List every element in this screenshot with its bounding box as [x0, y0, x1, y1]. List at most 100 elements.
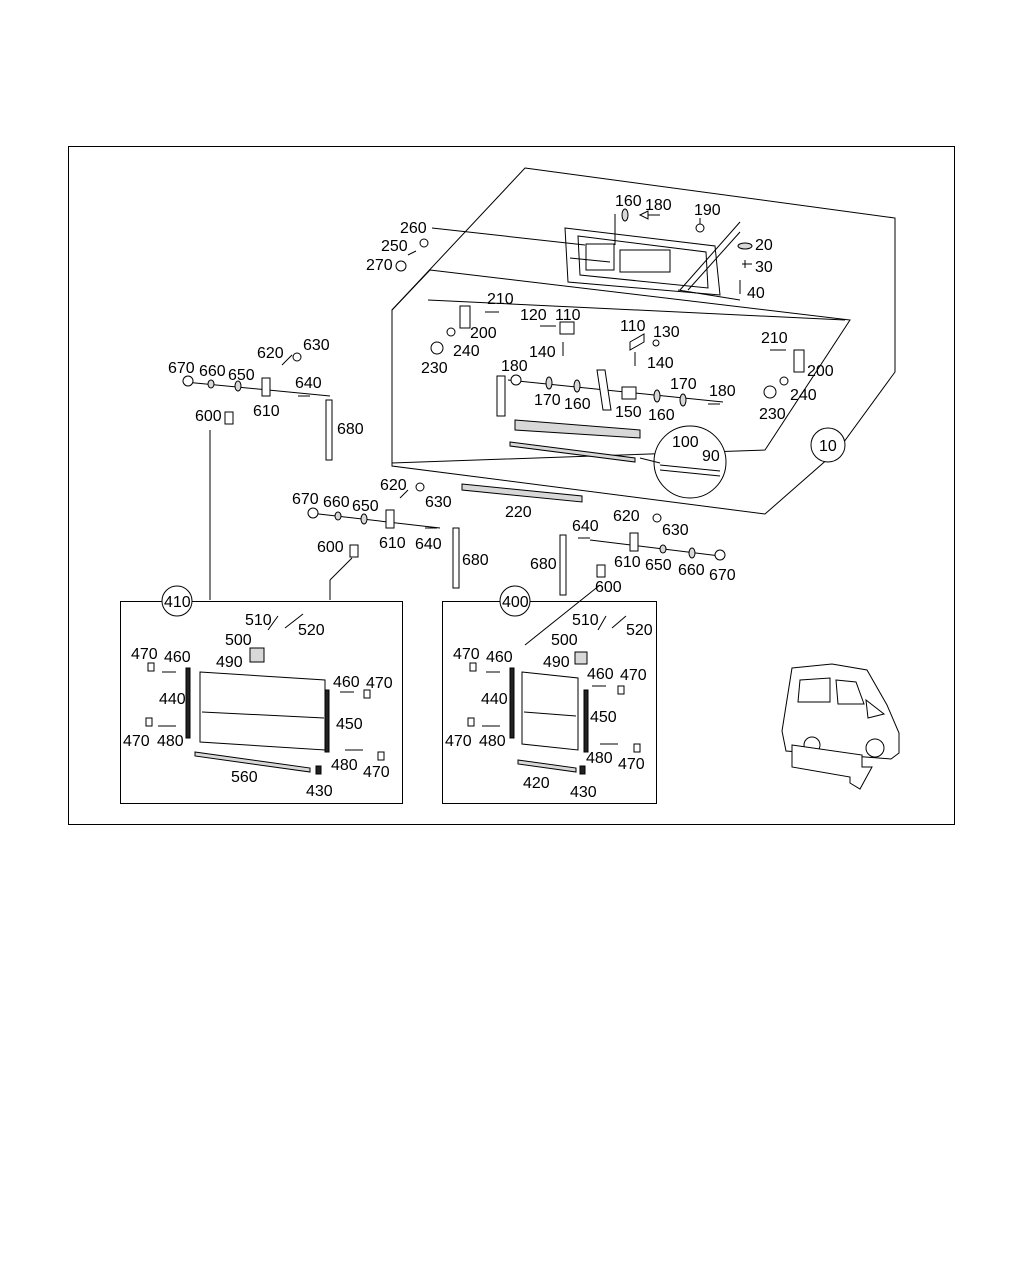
part-label: 470	[453, 646, 480, 663]
part-label: 670	[709, 567, 736, 584]
diagram-frame	[68, 146, 955, 825]
part-label: 600	[317, 539, 344, 556]
group-callout-10	[810, 427, 846, 463]
part-label: 680	[462, 552, 489, 569]
part-label: 230	[421, 360, 448, 377]
part-label: 440	[159, 691, 186, 708]
part-label: 140	[647, 355, 674, 372]
assembly-410	[120, 585, 403, 804]
part-label: 270	[366, 257, 393, 274]
part-label: 600	[195, 408, 222, 425]
group-label-400: 400	[502, 594, 529, 611]
part-label: 680	[337, 421, 364, 438]
part-label: 460	[486, 649, 513, 666]
group-callout-410	[161, 585, 193, 617]
part-labels: 10 410 400 160 180 190 260 250 270 20 30…	[123, 193, 837, 801]
part-label: 650	[228, 367, 255, 384]
part-label: 670	[292, 491, 319, 508]
strut-assembly-left-upper	[182, 352, 333, 600]
part-label: 650	[352, 498, 379, 515]
group-callout-400	[499, 585, 531, 617]
part-label: 430	[570, 784, 597, 801]
part-label: 480	[157, 733, 184, 750]
part-label: 170	[534, 392, 561, 409]
van-thumbnail	[781, 663, 900, 790]
part-label: 470	[363, 764, 390, 781]
part-label: 630	[662, 522, 689, 539]
part-label: 520	[626, 622, 653, 639]
part-label: 190	[694, 202, 721, 219]
part-label: 180	[709, 383, 736, 400]
part-label: 480	[586, 750, 613, 767]
part-label: 630	[303, 337, 330, 354]
assembly-10	[391, 167, 896, 515]
part-label: 470	[123, 733, 150, 750]
part-label: 160	[648, 407, 675, 424]
part-label: 180	[501, 358, 528, 375]
group-label-410: 410	[164, 594, 191, 611]
part-label: 490	[543, 654, 570, 671]
part-label: 170	[670, 376, 697, 393]
part-label: 670	[168, 360, 195, 377]
part-label: 230	[759, 406, 786, 423]
part-label: 470	[618, 756, 645, 773]
part-label: 510	[245, 612, 272, 629]
part-label: 100	[672, 434, 699, 451]
part-label: 640	[295, 375, 322, 392]
part-label: 180	[645, 197, 672, 214]
part-label: 460	[587, 666, 614, 683]
part-label: 610	[253, 403, 280, 420]
part-label: 640	[415, 536, 442, 553]
part-label: 40	[747, 285, 765, 302]
part-label: 500	[551, 632, 578, 649]
part-label: 450	[336, 716, 363, 733]
part-label: 110	[620, 318, 646, 335]
part-label: 430	[306, 783, 333, 800]
part-label: 610	[379, 535, 406, 552]
part-label: 620	[257, 345, 284, 362]
part-label: 240	[790, 387, 817, 404]
part-label: 210	[761, 330, 788, 347]
rear-frame-part	[431, 214, 741, 301]
part-label: 680	[530, 556, 557, 573]
part-label: 520	[298, 622, 325, 639]
part-label: 510	[572, 612, 599, 629]
part-label: 140	[529, 344, 556, 361]
part-label: 660	[678, 562, 705, 579]
part-label: 620	[613, 508, 640, 525]
part-label: 130	[653, 324, 680, 341]
part-label: 500	[225, 632, 252, 649]
part-label: 110	[555, 307, 581, 324]
part-label: 630	[425, 494, 452, 511]
part-label: 210	[487, 291, 514, 308]
part-label: 20	[755, 237, 773, 254]
part-label: 160	[615, 193, 642, 210]
part-label: 660	[199, 363, 226, 380]
part-label: 620	[380, 477, 407, 494]
part-label: 440	[481, 691, 508, 708]
part-label: 480	[479, 733, 506, 750]
part-label: 470	[445, 733, 472, 750]
part-label: 660	[323, 494, 350, 511]
strut-assembly-right	[524, 513, 726, 646]
part-label: 470	[131, 646, 158, 663]
assembly-400	[442, 585, 657, 804]
part-label: 470	[620, 667, 647, 684]
part-label: 200	[470, 325, 497, 342]
part-label: 240	[453, 343, 480, 360]
strut-assembly-middle	[307, 482, 583, 600]
part-label: 200	[807, 363, 834, 380]
part-label: 650	[645, 557, 672, 574]
part-label: 600	[595, 579, 622, 596]
part-label: 450	[590, 709, 617, 726]
part-label: 470	[366, 675, 393, 692]
part-label: 480	[331, 757, 358, 774]
part-label: 420	[523, 775, 550, 792]
part-label: 460	[164, 649, 191, 666]
part-label: 260	[400, 220, 427, 237]
part-label: 490	[216, 654, 243, 671]
part-label: 160	[564, 396, 591, 413]
part-label: 120	[520, 307, 547, 324]
part-label: 460	[333, 674, 360, 691]
